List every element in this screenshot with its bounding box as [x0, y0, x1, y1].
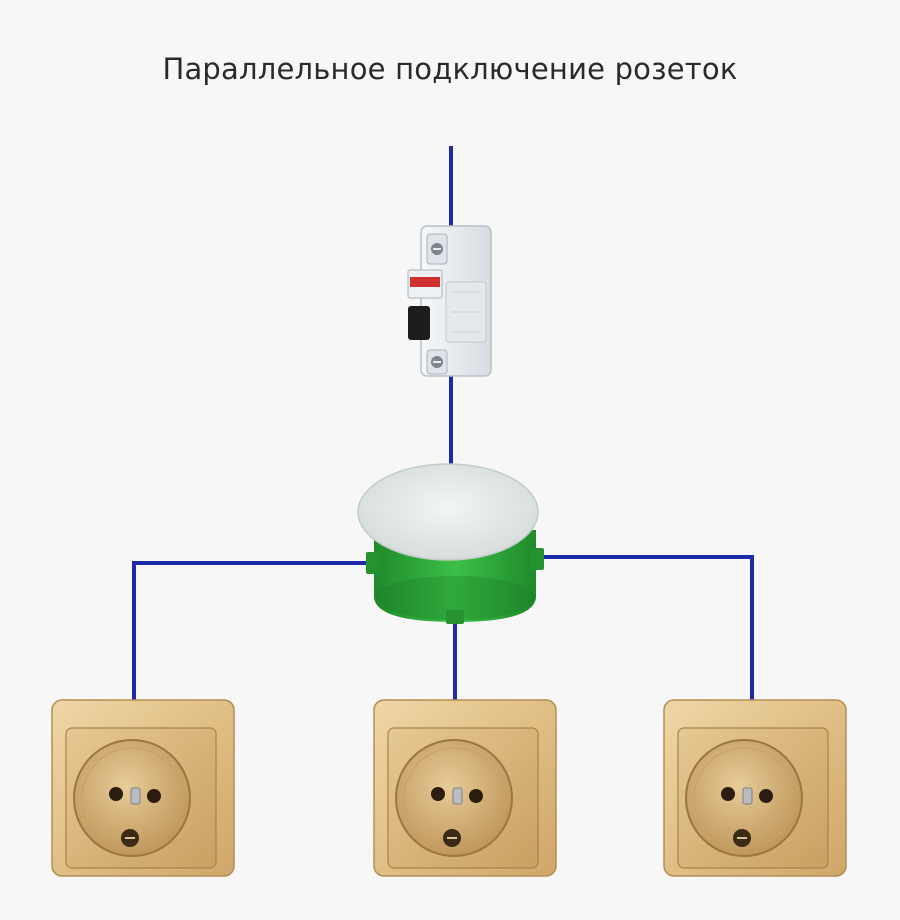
socket-pin-hole — [109, 787, 123, 801]
junction-box-lid — [357, 463, 539, 561]
wire-left-branch — [132, 561, 380, 702]
socket-pin-hole — [431, 787, 445, 801]
power-socket — [663, 699, 847, 877]
socket-pin-hole — [147, 789, 161, 803]
wires — [132, 146, 754, 702]
socket-pin-hole — [759, 789, 773, 803]
junction-box — [357, 463, 544, 624]
diagram-title: Параллельное подключение розеток — [162, 52, 738, 86]
sockets — [51, 699, 847, 877]
socket-pin-hole — [469, 789, 483, 803]
breaker-toggle — [408, 306, 430, 340]
power-socket — [373, 699, 557, 877]
circuit-breaker — [407, 225, 492, 377]
wire-right-branch — [520, 555, 754, 702]
socket-pin-hole — [721, 787, 735, 801]
breaker-label — [410, 277, 440, 287]
power-socket — [51, 699, 235, 877]
